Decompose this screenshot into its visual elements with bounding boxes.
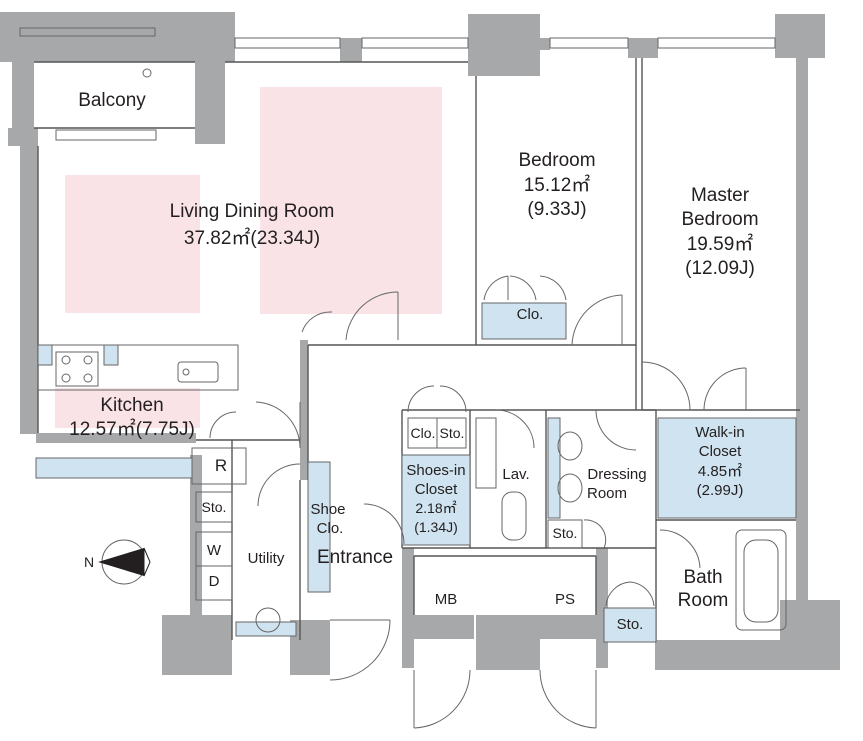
dressing-room-line1: Dressing [587, 466, 646, 483]
storage-units [191, 302, 797, 643]
dressing-storage-label: Sto. [553, 525, 578, 541]
compass-north-label: N [84, 554, 94, 570]
living-room-name: Living Dining Room [170, 201, 335, 222]
master-bedroom-tatami: (12.09J) [685, 258, 755, 279]
ps-label: PS [555, 591, 575, 608]
bedroom-tatami: (9.33J) [527, 199, 586, 220]
small-storage-label: Sto. [440, 425, 465, 441]
master-bedroom-line2: Bedroom [681, 209, 758, 230]
shoe-closet-line1: Shoe [310, 501, 345, 518]
balcony-label: Balcony [78, 90, 146, 111]
interior-walls [34, 58, 800, 640]
refrigerator-label: R [215, 456, 227, 475]
dressing-room-line2: Room [587, 485, 627, 502]
north-compass [98, 539, 151, 585]
shoesin-closet-line2: Closet [415, 481, 458, 498]
living-zones [55, 87, 442, 428]
bedroom-area: 15.12㎡ [524, 173, 591, 196]
shoesin-closet-tatami: (1.34J) [414, 519, 458, 535]
doors [209, 275, 747, 729]
bedroom-name: Bedroom [518, 150, 595, 171]
fixtures [142, 68, 787, 633]
walkin-closet-line1: Walk-in [695, 424, 744, 441]
entrance-label: Entrance [317, 547, 393, 568]
bedroom-closet-label: Clo. [517, 306, 544, 323]
small-closet-label: Clo. [411, 425, 436, 441]
windows [19, 27, 776, 141]
utility-label: Utility [248, 550, 285, 567]
walkin-closet-area: 4.85㎡ [698, 463, 742, 480]
bath-room-line1: Bath [683, 567, 722, 588]
utility-storage-label: Sto. [202, 499, 227, 515]
shoesin-closet-area: 2.18㎡ [415, 500, 456, 516]
bath-room-line2: Room [678, 590, 729, 611]
kitchen-counter [35, 344, 239, 479]
master-bedroom-line1: Master [691, 185, 750, 206]
kitchen-area: 12.57㎡(7.75J) [69, 417, 195, 440]
kitchen-name: Kitchen [100, 395, 163, 416]
master-bedroom-area: 19.59㎡ [687, 232, 754, 255]
shoe-closet-line2: Clo. [317, 520, 344, 537]
washer-label: W [207, 542, 222, 559]
walkin-closet-line2: Closet [699, 443, 742, 460]
living-room-area: 37.82㎡(23.34J) [184, 226, 320, 249]
dryer-label: D [209, 573, 220, 590]
walkin-closet-tatami: (2.99J) [697, 482, 744, 499]
mb-label: MB [435, 591, 458, 608]
bath-storage-label: Sto. [617, 616, 644, 633]
shoesin-closet-line1: Shoes-in [406, 462, 465, 479]
exterior-walls [0, 12, 840, 675]
lavatory-label: Lav. [502, 466, 529, 483]
